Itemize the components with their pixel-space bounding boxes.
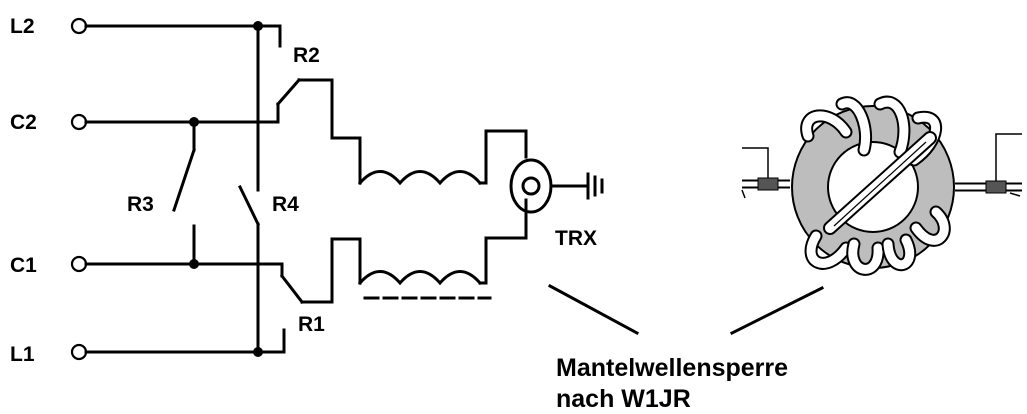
caption-line-2: nach W1JR <box>556 385 691 413</box>
terminal-label-c1: C1 <box>10 254 37 277</box>
trx-connector <box>509 158 590 214</box>
junction-dot-l2 <box>253 21 263 31</box>
pointer-line-left <box>547 283 640 336</box>
terminal-label-l1: L1 <box>10 343 35 366</box>
pointer-line-right <box>729 285 825 336</box>
coax-connector-outer <box>509 158 553 214</box>
terminal-c2 <box>70 113 88 131</box>
relay-label-r3: R3 <box>127 193 154 216</box>
junction-dot-l1 <box>253 347 263 357</box>
caption-line-1: Mantelwellensperre <box>556 354 788 382</box>
terminal-l2 <box>70 17 88 35</box>
coax-connector-inner <box>521 176 541 196</box>
relay-label-r1: R1 <box>298 313 325 336</box>
toroid-windings <box>800 95 951 276</box>
switch-r4-blade <box>237 184 261 227</box>
switch-r1-blade <box>279 273 305 305</box>
junction-dot-c1 <box>189 259 199 269</box>
coax-lead-right <box>955 133 1022 197</box>
upper-coil <box>357 170 483 186</box>
switch-r2-blade <box>275 77 302 107</box>
terminal-label-l2: L2 <box>10 15 35 38</box>
ground-icon <box>586 172 604 200</box>
wiring <box>84 24 528 354</box>
toroid-balun-illustration <box>741 95 1022 276</box>
relay-label-r2: R2 <box>293 44 320 67</box>
junction-dot-c2 <box>189 117 199 127</box>
switch-r3-blade <box>172 148 196 212</box>
terminal-c1 <box>70 255 88 273</box>
relay-label-r4: R4 <box>272 193 299 216</box>
lower-coil <box>357 270 483 286</box>
trx-label: TRX <box>555 227 597 250</box>
terminal-label-c2: C2 <box>10 111 37 134</box>
coax-lead-left <box>741 147 790 199</box>
terminal-l1 <box>70 343 88 361</box>
